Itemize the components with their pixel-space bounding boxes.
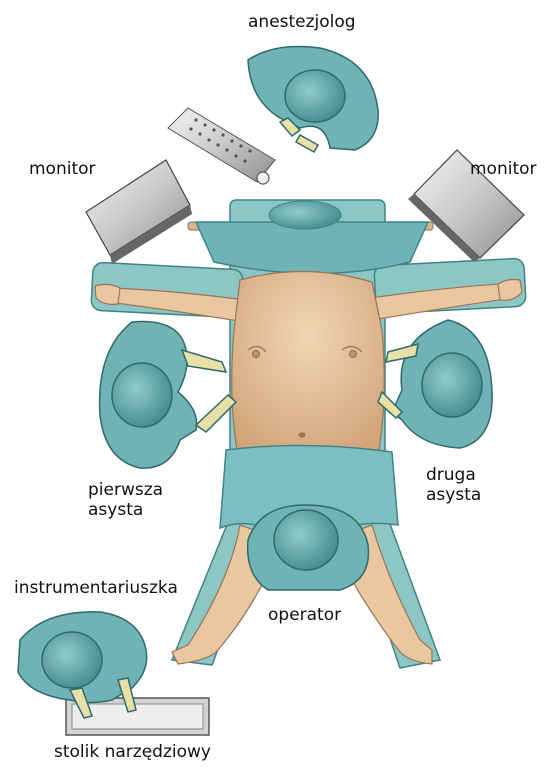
label-monitor-right: monitor — [470, 159, 537, 179]
label-first-assistant: pierwsza asysta — [88, 480, 163, 520]
label-instrument-table: stolik narzędziowy — [54, 742, 211, 762]
anesthesia-screen — [188, 222, 433, 274]
patient-head — [269, 201, 341, 229]
label-second-assistant: druga asysta — [426, 465, 481, 505]
operator-figure — [248, 505, 369, 590]
monitor-left-device — [86, 160, 192, 264]
second-assistant-figure — [378, 320, 492, 448]
label-monitor-left: monitor — [29, 159, 96, 179]
label-anesthesiologist: anestezjolog — [248, 12, 356, 32]
scrub-nurse-figure — [18, 612, 147, 718]
instrument-tray — [168, 108, 275, 184]
first-assistant-figure — [100, 322, 236, 469]
label-scrub-nurse: instrumentariuszka — [14, 578, 178, 598]
label-operator: operator — [268, 605, 341, 625]
anesthesiologist-figure — [248, 47, 378, 153]
